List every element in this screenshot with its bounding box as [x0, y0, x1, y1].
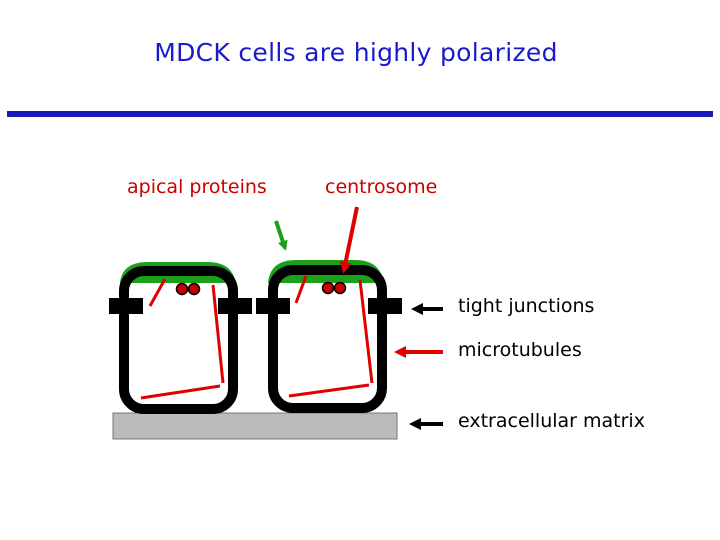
centrosome-label: centrosome: [325, 176, 438, 198]
extracellular-matrix-label: extracellular matrix: [458, 410, 645, 432]
microtubule: [294, 275, 308, 304]
apical-proteins-arrow: [274, 220, 288, 251]
centrosome-right-b: [333, 281, 347, 295]
extracellular-matrix-bar: [112, 412, 398, 440]
microtubule: [288, 383, 370, 398]
title-divider: [7, 111, 713, 117]
cell-body-left: [119, 266, 238, 414]
microtubule: [148, 278, 167, 307]
apical-proteins-label: apical proteins: [127, 176, 267, 198]
microtubules-label: microtubules: [458, 339, 582, 361]
slide-title: MDCK cells are highly polarized: [154, 38, 558, 67]
tight-junction-left-b: [218, 298, 252, 314]
centrosome-arrow: [339, 206, 359, 274]
tight-junction-right-b: [368, 298, 402, 314]
cell-right: [256, 260, 402, 413]
microtubule: [211, 284, 225, 384]
microtubule: [140, 384, 221, 400]
centrosome-left-a: [175, 282, 189, 296]
tight-junctions-label: tight junctions: [458, 295, 595, 317]
cell-body-right: [268, 265, 387, 413]
microtubule: [358, 279, 374, 384]
centrosome-left-b: [187, 282, 201, 296]
tight-junction-left-a: [109, 298, 143, 314]
centrosome-right-a: [321, 281, 335, 295]
tight-junction-right-a: [256, 298, 290, 314]
cell-left: [109, 262, 252, 414]
